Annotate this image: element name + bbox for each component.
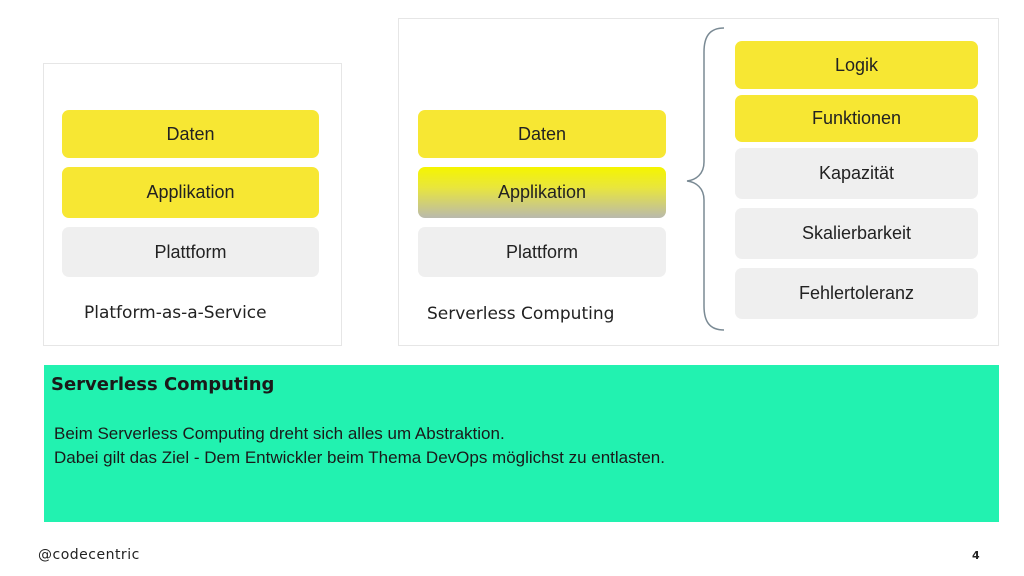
info-text-line-2: Dabei gilt das Ziel - Dem Entwickler bei…	[54, 448, 665, 467]
paas-layer-plattform: Plattform	[62, 227, 319, 277]
serverless-label: Serverless Computing	[427, 304, 615, 324]
detail-fehlertoleranz: Fehlertoleranz	[735, 268, 978, 319]
detail-skalierbarkeit: Skalierbarkeit	[735, 208, 978, 259]
info-title: Serverless Computing	[51, 374, 275, 395]
info-text-line-1: Beim Serverless Computing dreht sich all…	[54, 424, 505, 443]
paas-layer-daten: Daten	[62, 110, 319, 158]
detail-kapazitaet: Kapazität	[735, 148, 978, 199]
serverless-layer-plattform: Plattform	[418, 227, 666, 277]
serverless-layer-daten: Daten	[418, 110, 666, 158]
codecentric-logo: @codecentric	[38, 547, 140, 563]
serverless-layer-applikation: Applikation	[418, 167, 666, 218]
paas-layer-applikation: Applikation	[62, 167, 319, 218]
detail-logik: Logik	[735, 41, 978, 89]
curly-brace	[686, 27, 725, 331]
info-box: Serverless Computing Beim Serverless Com…	[44, 365, 999, 522]
paas-label: Platform-as-a-Service	[84, 303, 267, 323]
detail-funktionen: Funktionen	[735, 95, 978, 142]
page-number: 4	[972, 549, 980, 562]
